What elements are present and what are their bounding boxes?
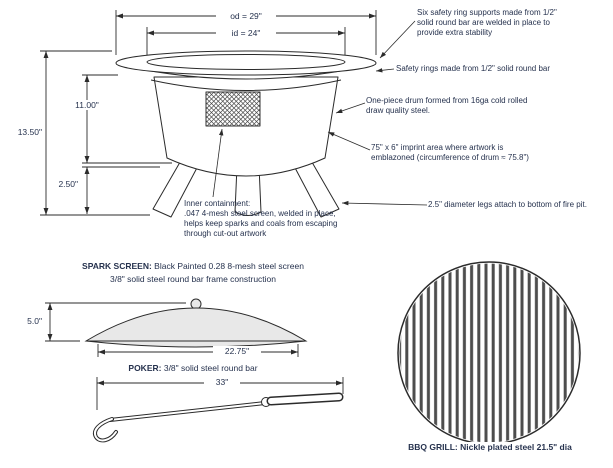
leader-imprint [327,131,371,151]
bbq-grill-label: BBQ GRILL: [408,442,458,452]
leader-containment [212,128,224,198]
leg-height-label: 2.50" [58,179,78,189]
note-safety-rings: Safety rings made from 1/2" solid round … [396,64,551,73]
poker-label: POKER: [128,363,162,373]
od-dimension-label: od = 29" [216,11,276,22]
bbq-grill-drawing [397,261,581,445]
center-leg [234,165,262,216]
note-containment-body: .047 4-mesh steel screen, welded in plac… [184,209,338,238]
note-imprint-area: 75" x 6" imprint area where artwork is e… [371,143,529,162]
note-containment-title: Inner containment: [184,199,251,208]
leader-supports [379,20,416,59]
leader-rings [375,68,395,73]
id-dimension-label: id = 24" [216,28,276,39]
leader-lines [212,20,428,206]
rim-inner-opening [146,54,346,70]
poker-description: 3/8" solid steel round bar [163,363,258,373]
spark-screen-title: SPARK SCREEN: Black Painted 0.28 8-mesh … [38,261,348,271]
spark-screen-subtitle: 3/8" solid steel round bar frame constru… [109,274,277,284]
poker-length-label: 33" [204,377,240,388]
note-safety-ring-supports: Six safety ring supports made from 1/2" … [417,8,557,37]
leader-drum [335,102,366,114]
bbq-grill-description: Nickle plated steel 21.5" dia [460,442,572,452]
screen-width-label: 22.75" [213,346,261,357]
poker-title: POKER: 3/8" solid steel round bar [38,363,348,373]
safety-ring-line [150,79,342,91]
leader-legs [341,200,428,206]
bbq-grill-title: BBQ GRILL: Nickle plated steel 21.5" dia [375,442,605,453]
spark-screen-drawing [84,298,308,348]
grill-bars [399,263,579,443]
mesh-screen-patch [205,91,261,127]
note-drum: One-piece drum formed from 16ga cold rol… [366,96,528,115]
screen-height-label: 5.0" [27,316,42,326]
drum-height-label: 11.00" [65,100,109,111]
fire-pit-drawing [115,50,377,218]
note-legs: 2.5" diameter legs attach to bottom of f… [428,200,587,209]
overall-height-label: 13.50" [17,127,42,137]
poker-drawing [93,392,344,443]
spark-screen-label: SPARK SCREEN: [82,261,152,271]
spark-screen-description: Black Painted 0.28 8-mesh steel screen [154,261,304,271]
